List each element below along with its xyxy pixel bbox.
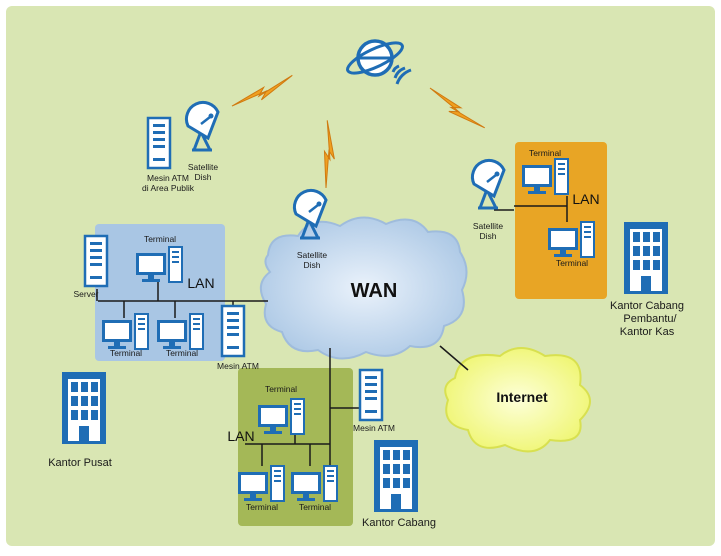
hq-server-label: Server xyxy=(73,289,98,299)
server-icon xyxy=(83,234,109,288)
atm-public-label-2: di Area Publik xyxy=(142,183,195,193)
office-building-icon xyxy=(62,372,106,444)
dish-sub-label-1: Satellite xyxy=(473,221,504,231)
internet-label: Internet xyxy=(496,389,548,405)
sub-terminal-top-label: Terminal xyxy=(529,148,561,158)
atm-public-label-1: Mesin ATM xyxy=(147,173,189,183)
atm-machine-icon xyxy=(358,368,384,422)
sub-building-label-1: Kantor Cabang xyxy=(610,300,684,312)
br-terminal-top-label: Terminal xyxy=(265,384,297,394)
hq-building-label: Kantor Pusat xyxy=(48,457,112,469)
network-connections xyxy=(96,196,568,475)
br-terminal-right-label: Terminal xyxy=(299,502,331,512)
sub-building-label-3: Kantor Kas xyxy=(620,326,675,338)
sub-terminal-bottom-label: Terminal xyxy=(556,258,588,268)
lan-branch-label: LAN xyxy=(227,428,254,444)
hq-terminal-top-label: Terminal xyxy=(144,234,176,244)
wan-label: WAN xyxy=(351,280,398,302)
satellite-icon xyxy=(346,39,412,85)
hq-atm-label: Mesin ATM xyxy=(217,361,259,371)
wan-cloud xyxy=(259,216,468,360)
lan-hq-label: LAN xyxy=(187,275,214,291)
dish-public-label-2: Dish xyxy=(194,172,211,182)
br-building-label: Kantor Cabang xyxy=(362,517,436,529)
office-building-icon xyxy=(374,440,418,512)
hq-terminal-left-label: Terminal xyxy=(110,348,142,358)
dish-sub-label-2: Dish xyxy=(479,231,496,241)
dish-wan-label-2: Dish xyxy=(303,260,320,270)
atm-machine-icon xyxy=(146,116,172,170)
dish-public-label-1: Satellite xyxy=(188,162,219,172)
internet-cloud xyxy=(444,347,591,453)
br-atm-label: Mesin ATM xyxy=(353,423,395,433)
dish-wan-label-1: Satellite xyxy=(297,250,328,260)
lan-sub-label: LAN xyxy=(572,191,599,207)
hq-terminal-right-label: Terminal xyxy=(166,348,198,358)
sub-building-label-2: Pembantu/ xyxy=(623,313,677,325)
atm-machine-icon xyxy=(220,304,246,358)
br-terminal-left-label: Terminal xyxy=(246,502,278,512)
office-building-icon xyxy=(624,222,668,294)
